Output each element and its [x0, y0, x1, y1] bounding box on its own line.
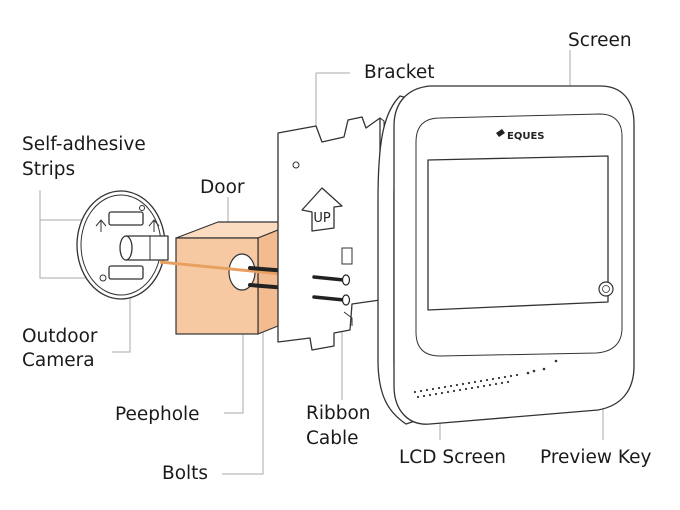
label-door: Door: [200, 177, 245, 198]
label-screen: Screen: [568, 30, 632, 51]
bracket: UP: [277, 116, 385, 351]
label-outdoor: Outdoor: [22, 326, 98, 347]
label-strips: Strips: [22, 159, 75, 180]
screws: [312, 274, 351, 306]
eques-logo-icon: [496, 129, 505, 137]
adhesive-strip-bottom: [108, 265, 144, 280]
speaker-grille: [413, 359, 558, 399]
label-preview-key: Preview Key: [540, 447, 651, 468]
brand-logo: EQUES: [507, 131, 545, 142]
adhesive-strip-top: [108, 211, 144, 226]
label-camera: Camera: [22, 350, 95, 371]
label-ribbon: Ribbon: [306, 403, 371, 424]
preview-key: [598, 281, 614, 297]
label-bolts: Bolts: [162, 463, 208, 484]
lcd-screen: [427, 155, 609, 311]
labels: Screen Bracket Self-adhesive Strips Door…: [22, 30, 651, 484]
up-arrow-icon: [301, 187, 343, 232]
bracket-up-mark: UP: [313, 211, 331, 226]
label-lcd-screen: LCD Screen: [399, 447, 506, 468]
indoor-monitor: EQUES: [377, 85, 635, 425]
label-bracket: Bracket: [364, 62, 435, 83]
label-peephole: Peephole: [115, 404, 200, 425]
label-self-adhesive: Self-adhesive: [22, 134, 146, 155]
outdoor-camera: [76, 190, 169, 300]
label-cable: Cable: [306, 428, 359, 449]
